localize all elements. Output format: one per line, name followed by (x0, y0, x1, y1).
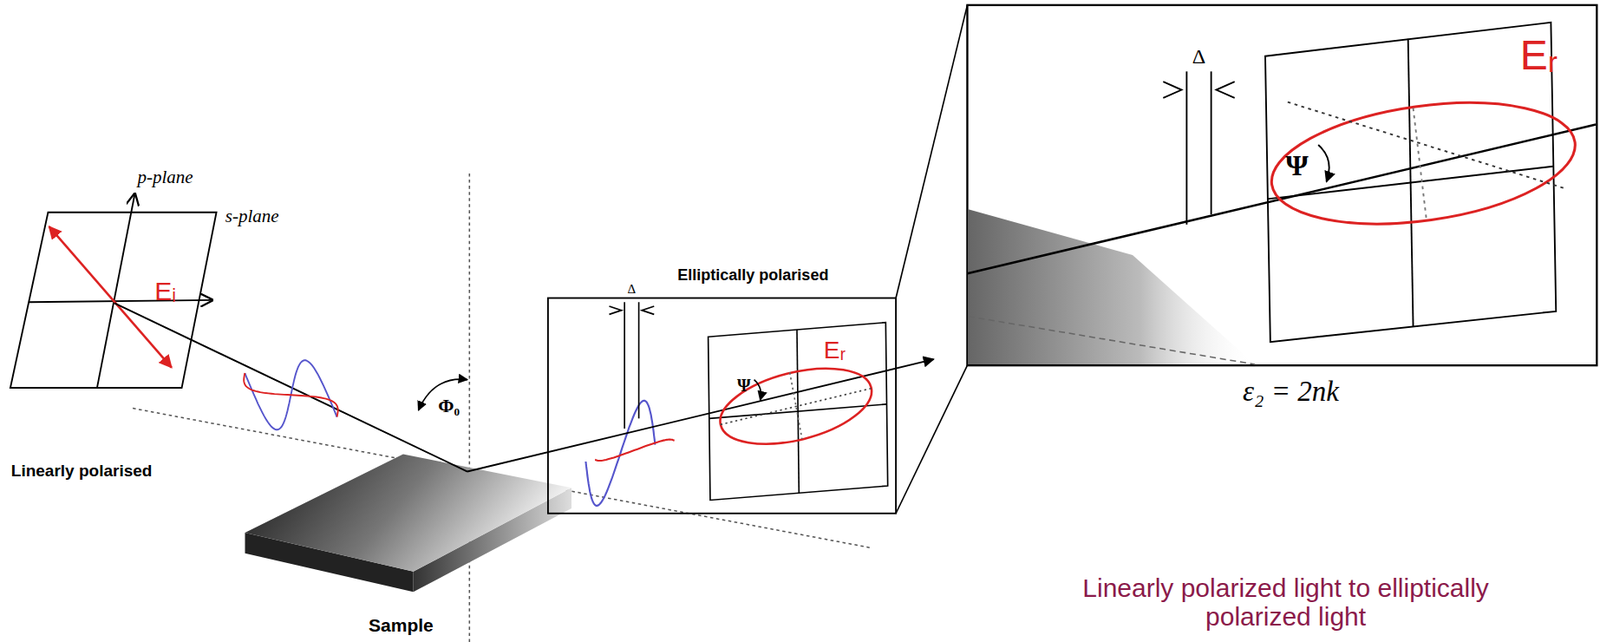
wave (243, 372, 338, 418)
zoom-connector (895, 365, 967, 514)
caption-note: Linearly polarised (11, 462, 153, 481)
angle-label: Φ₀ (437, 395, 460, 417)
summary-note: Linearly polarized light to elliptically… (1081, 573, 1490, 631)
wave (585, 400, 655, 506)
angle-symbol: Ψ (1285, 149, 1309, 182)
zoom-box (966, 5, 1597, 366)
zoom-frame (1162, 22, 1583, 342)
sample-slab (245, 454, 572, 593)
phase-symbol: Δ (627, 281, 637, 297)
sample-label: Sample (368, 614, 434, 635)
axis-label: s-plane (225, 206, 280, 227)
phase-symbol: Δ (1192, 45, 1206, 68)
field-label: Eᵣ (1520, 32, 1559, 79)
incident-beam (114, 302, 468, 471)
field-label: Eᵢ (154, 276, 177, 306)
surface-normal (469, 173, 471, 642)
incident-frame (10, 194, 217, 389)
caption-note: Elliptically polarised (677, 267, 829, 285)
wave (594, 439, 675, 461)
formula: ε₂ = 2nk (1242, 375, 1339, 407)
axis-label: p-plane (137, 167, 194, 188)
inset-frame (609, 301, 889, 500)
field-label: Eᵣ (823, 337, 846, 365)
zoom-connector (895, 5, 967, 299)
angle-symbol: Ψ (737, 375, 752, 395)
inset-box (548, 298, 896, 514)
